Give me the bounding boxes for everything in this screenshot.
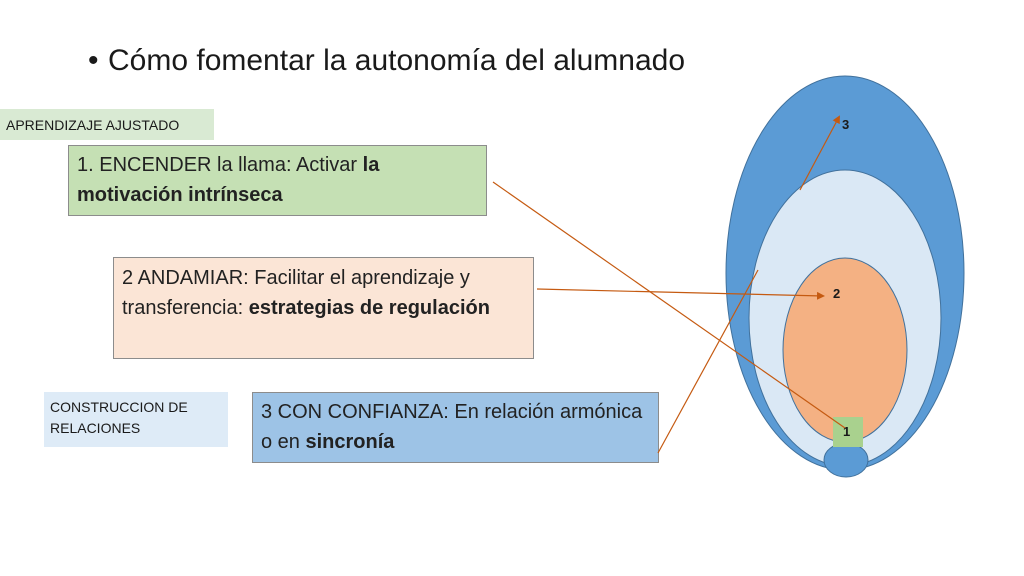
tag-construccion-relaciones: CONSTRUCCION DE RELACIONES — [44, 392, 228, 447]
inner-ellipse — [782, 257, 908, 443]
arrow-encender — [492, 181, 846, 429]
label-three: 3 — [842, 117, 849, 132]
label-one: 1 — [843, 424, 850, 439]
arrow-confianza-lower — [657, 269, 759, 454]
box-confianza: 3 CON CONFIANZA: En relación armónica o … — [252, 392, 659, 463]
label-two: 2 — [833, 286, 840, 301]
base-ellipse — [823, 442, 869, 478]
box-encender-bold: la motivación intrínseca — [77, 154, 380, 206]
box-andamiar-bold: estrategias de regulación — [248, 297, 490, 319]
tag-aprendizaje-ajustado: APRENDIZAJE AJUSTADO — [0, 109, 214, 140]
label-one-background — [833, 417, 863, 447]
box-confianza-text: 3 CON CONFIANZA: En relación armónica o … — [261, 401, 643, 453]
slide-title: • Cómo fomentar la autonomía del alumnado — [88, 44, 685, 78]
box-confianza-bold: sincronía — [305, 431, 395, 453]
box-encender-text: 1. ENCENDER la llama: Activar — [77, 154, 363, 176]
box-encender: 1. ENCENDER la llama: Activar la motivac… — [68, 145, 487, 216]
arrow-confianza-upper — [799, 115, 840, 191]
box-andamiar: 2 ANDAMIAR: Facilitar el aprendizaje y t… — [113, 257, 534, 359]
slide-title-text: Cómo fomentar la autonomía del alumnado — [108, 44, 686, 77]
arrow-andamiar — [536, 288, 825, 300]
bullet-icon: • — [88, 44, 99, 77]
box-andamiar-text: 2 ANDAMIAR: Facilitar el aprendizaje y t… — [122, 267, 470, 319]
